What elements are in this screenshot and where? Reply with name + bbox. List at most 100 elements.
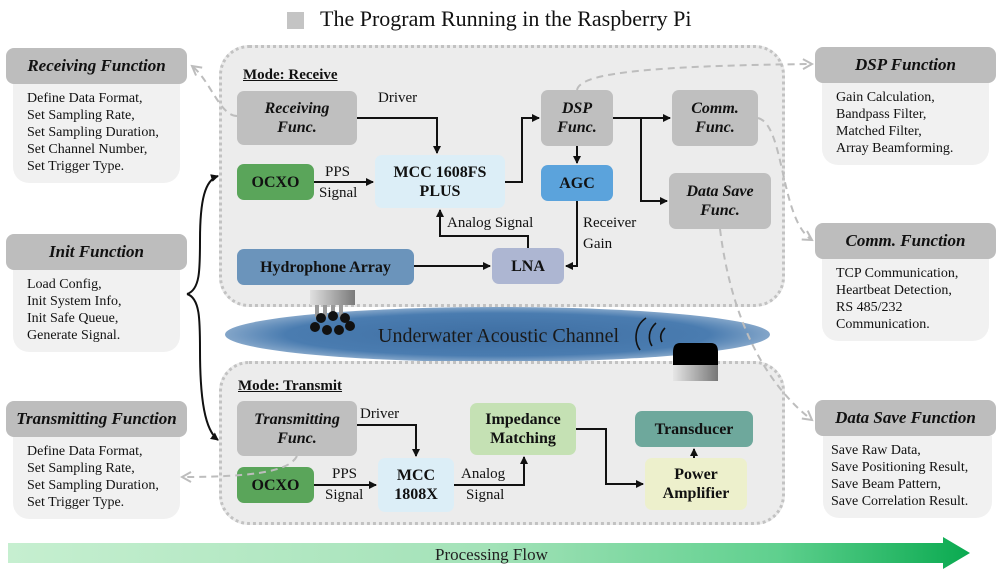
- card-item: Save Raw Data,: [831, 443, 921, 458]
- block-line: PLUS: [419, 182, 461, 200]
- dsp-function-card: DSP Function Gain Calculation, Bandpass …: [815, 47, 996, 167]
- block-line: Data Save: [686, 183, 754, 200]
- receiving-func-block: Receiving Func.: [237, 91, 357, 145]
- card-item: Set Sampling Rate,: [27, 108, 135, 123]
- underwater-channel-label: Underwater Acoustic Channel: [378, 325, 620, 347]
- card-item: Set Trigger Type.: [27, 159, 125, 174]
- block-line: MCC 1608FS: [393, 163, 487, 181]
- analog-signal-label: Analog Signal: [447, 215, 534, 231]
- legend-swatch: [287, 12, 304, 29]
- arrow-init-to-transmit: [186, 293, 219, 441]
- signal-label-receive: Signal: [319, 185, 358, 201]
- card-item: Array Beamforming.: [836, 141, 954, 156]
- ocxo-block-transmit: OCXO: [237, 467, 314, 503]
- block-line: Receiving: [264, 100, 330, 117]
- card-item: Set Sampling Duration,: [27, 478, 159, 493]
- card-title: Init Function: [6, 234, 187, 270]
- hydrophone-array-block: Hydrophone Array: [237, 249, 414, 285]
- card-title: Comm. Function: [815, 223, 996, 259]
- block-line: Amplifier: [662, 485, 730, 502]
- block-line: Func.: [557, 119, 597, 136]
- card-item: Set Sampling Duration,: [27, 125, 159, 140]
- driver-label-transmit: Driver: [360, 406, 400, 422]
- data-save-function-card: Data Save Function Save Raw Data, Save P…: [815, 400, 996, 520]
- data-save-func-block: Data Save Func.: [669, 173, 771, 229]
- card-item: Matched Filter,: [836, 124, 922, 139]
- lna-block: LNA: [492, 248, 564, 284]
- block-line: Comm.: [691, 100, 739, 117]
- processing-flow-label: Processing Flow: [435, 545, 548, 564]
- block-line: 1808X: [394, 486, 438, 503]
- comm-func-block: Comm. Func.: [672, 90, 758, 146]
- legend-label: The Program Running in the Raspberry Pi: [320, 6, 692, 31]
- card-item: Generate Signal.: [27, 328, 121, 343]
- card-item: Save Positioning Result,: [831, 460, 969, 475]
- receive-mode-title: Mode: Receive: [243, 67, 338, 83]
- block-label: AGC: [559, 174, 595, 192]
- card-item: TCP Communication,: [836, 266, 959, 281]
- analog-label-transmit: Analog: [461, 466, 506, 482]
- block-label: Hydrophone Array: [260, 258, 391, 276]
- card-item: Define Data Format,: [27, 91, 143, 106]
- card-item: Save Beam Pattern,: [831, 477, 942, 492]
- comm-function-card: Comm. Function TCP Communication, Heartb…: [815, 223, 996, 345]
- transmitting-function-card: Transmitting Function Define Data Format…: [6, 401, 187, 521]
- init-function-card: Init Function Load Config, Init System I…: [6, 234, 187, 354]
- card-body: Define Data Format, Set Sampling Rate, S…: [13, 437, 180, 519]
- block-label: OCXO: [251, 173, 300, 191]
- card-item: Communication.: [836, 317, 930, 332]
- block-line: MCC: [396, 467, 436, 484]
- card-body: Define Data Format, Set Sampling Rate, S…: [13, 84, 180, 183]
- block-label: OCXO: [251, 476, 300, 494]
- card-item: Load Config,: [27, 277, 102, 292]
- card-item: Init Safe Queue,: [27, 311, 119, 326]
- card-item: Set Sampling Rate,: [27, 461, 135, 476]
- card-item: Bandpass Filter,: [836, 107, 927, 122]
- card-title: Transmitting Function: [6, 401, 187, 437]
- block-line: Func.: [277, 119, 317, 136]
- ocxo-block-receive: OCXO: [237, 164, 314, 200]
- block-line: Impedance: [485, 411, 561, 428]
- card-item: Set Channel Number,: [27, 142, 148, 157]
- transmitting-func-block: Transmitting Func.: [237, 401, 357, 456]
- mcc-1608fs-block: MCC 1608FS PLUS: [375, 155, 505, 208]
- card-title: DSP Function: [815, 47, 996, 83]
- card-item: Define Data Format,: [27, 444, 143, 459]
- receiver-label: Receiver: [583, 215, 637, 231]
- arrow-init-to-receive: [186, 174, 219, 295]
- block-line: Func.: [277, 429, 317, 447]
- agc-block: AGC: [541, 165, 613, 201]
- block-line: DSP: [561, 100, 593, 117]
- driver-label-receive: Driver: [378, 90, 418, 106]
- card-body: TCP Communication, Heartbeat Detection, …: [822, 259, 989, 341]
- card-item: Save Correlation Result.: [831, 494, 969, 509]
- card-item: RS 485/232: [836, 300, 903, 315]
- dsp-func-block: DSP Func.: [541, 90, 613, 146]
- card-title: Receiving Function: [6, 48, 187, 84]
- gain-label: Gain: [583, 236, 613, 252]
- card-body: Gain Calculation, Bandpass Filter, Match…: [822, 83, 989, 165]
- receiving-function-card: Receiving Function Define Data Format, S…: [6, 48, 187, 186]
- pps-label-receive: PPS: [325, 164, 351, 180]
- signal-label-transmit: Signal: [325, 487, 364, 503]
- block-line: Func.: [695, 119, 735, 136]
- card-item: Init System Info,: [27, 294, 122, 309]
- card-item: Gain Calculation,: [836, 90, 935, 105]
- processing-flow-arrow: [8, 537, 970, 569]
- transducer-block: Transducer: [635, 411, 753, 447]
- block-label: LNA: [511, 257, 545, 275]
- card-title: Data Save Function: [815, 400, 996, 436]
- block-line: Power: [674, 466, 718, 483]
- card-body: Load Config, Init System Info, Init Safe…: [13, 270, 180, 352]
- block-line: Matching: [490, 430, 556, 447]
- signal2-label-transmit: Signal: [466, 487, 505, 503]
- impedance-matching-block: Impedance Matching: [470, 403, 576, 455]
- block-label: Transducer: [654, 420, 734, 438]
- power-amplifier-block: Power Amplifier: [645, 458, 747, 510]
- transmit-mode-title: Mode: Transmit: [238, 378, 343, 394]
- card-item: Heartbeat Detection,: [836, 283, 952, 298]
- mcc-1808x-block: MCC 1808X: [378, 458, 454, 512]
- card-item: Set Trigger Type.: [27, 495, 125, 510]
- card-body: Save Raw Data, Save Positioning Result, …: [823, 436, 992, 518]
- pps-label-transmit: PPS: [332, 466, 358, 482]
